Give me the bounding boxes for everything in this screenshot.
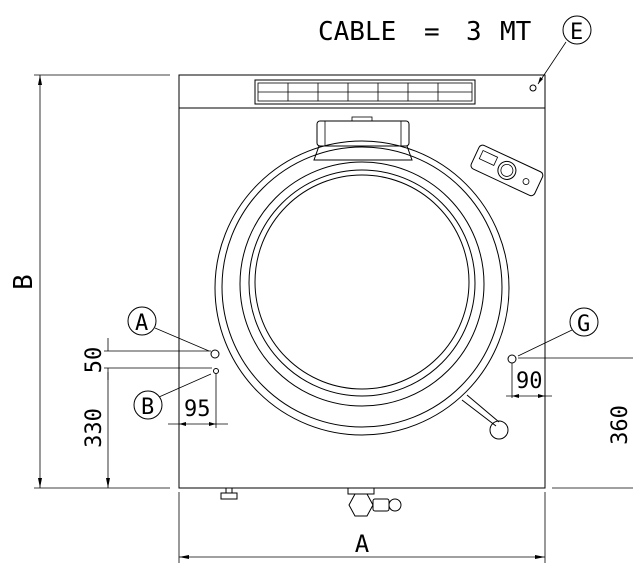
cable-label: CABLE: [318, 17, 396, 47]
dimension-height-330: 330: [82, 372, 110, 488]
cable-equals: =: [424, 17, 440, 47]
connection-point-g: [507, 354, 517, 364]
machine-front-view: [178, 74, 546, 517]
callout-g: G: [517, 307, 599, 357]
drum-door: [214, 140, 510, 436]
door-outer-ring: [214, 140, 510, 436]
cable-length: 3: [466, 17, 482, 47]
callout-e-arrow: [538, 77, 543, 84]
dimension-spacing-label: 50: [82, 347, 107, 374]
dimension-offset-90: 90: [506, 357, 633, 398]
dimension-spacing-ab: 50: [82, 338, 212, 380]
lid-hinge: [313, 116, 413, 161]
drain-lever: [461, 394, 509, 440]
callout-g-label: G: [577, 312, 590, 337]
door-mid-ring: [239, 161, 485, 407]
connection-point-b: [213, 368, 219, 374]
callout-b-label: B: [141, 395, 154, 420]
dimension-height-b: B: [9, 74, 170, 489]
dimension-height-label: B: [9, 274, 39, 290]
connection-point-a: [210, 349, 220, 359]
callout-a-label: A: [135, 311, 148, 336]
dimension-height-360: 360: [552, 405, 633, 489]
door-bezel-ring: [221, 146, 503, 428]
door-inner-ring: [248, 169, 476, 397]
dimension-width-a: A: [178, 492, 546, 563]
door-glass: [254, 174, 470, 390]
dimension-360-label: 360: [608, 405, 633, 445]
cable-unit: MT: [500, 17, 532, 47]
callout-e-circle: [562, 15, 592, 45]
dimension-330-label: 330: [82, 408, 107, 448]
callout-b: B: [133, 373, 212, 420]
cable-note: CABLE = 3 MT E: [318, 15, 592, 85]
callout-e-leader: [537, 41, 567, 85]
machine-body: [178, 74, 546, 489]
dimension-width-label: A: [355, 530, 370, 558]
callout-a: A: [127, 306, 210, 352]
control-panel: [470, 144, 544, 197]
bottom-fittings: [220, 487, 402, 517]
dimension-offset-95: 95: [168, 374, 228, 428]
callout-e-label: E: [570, 20, 583, 45]
dimension-95-label: 95: [184, 397, 211, 422]
vent-grille: [254, 79, 476, 105]
dimension-90-label: 90: [516, 369, 543, 394]
cable-exit-point: [529, 84, 537, 92]
